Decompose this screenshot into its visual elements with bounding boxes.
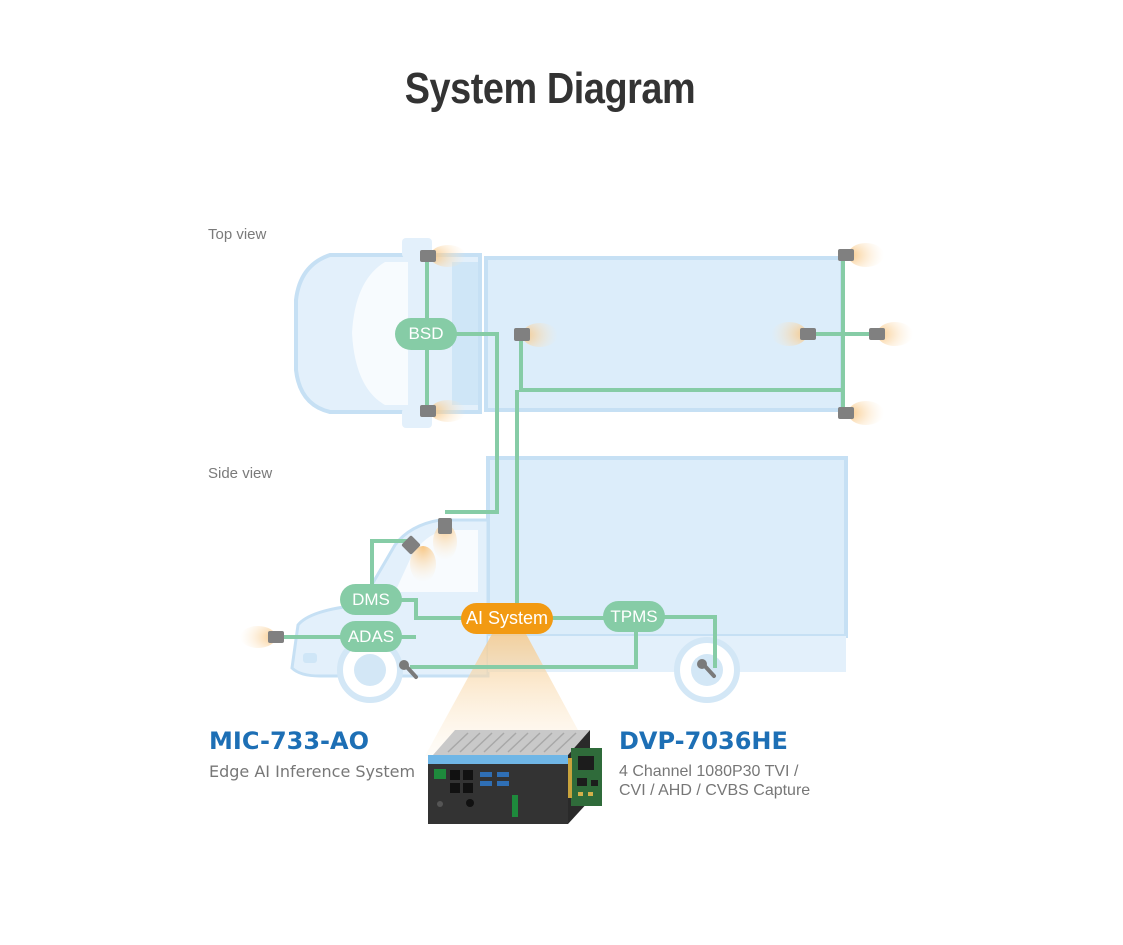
dvp-7036he-card — [568, 748, 602, 806]
page-title: System Diagram — [404, 64, 696, 113]
mic-733-ao-name: MIC-733-AO — [209, 727, 369, 755]
tpms-node: TPMS — [603, 601, 665, 632]
dvp-7036he-description-line1: 4 Channel 1080P30 TVI / — [619, 763, 799, 780]
adas-node: ADAS — [340, 621, 402, 652]
camera-top-front-left — [420, 245, 466, 267]
dvp-7036he-description-line2: CVI / AHD / CVBS Capture — [619, 782, 811, 799]
bsd-node: BSD — [395, 318, 457, 350]
camera-side-cab-top — [433, 518, 457, 560]
vehicle-side-view — [290, 456, 848, 703]
tire-sensor-front — [399, 660, 418, 679]
ai-system-beam — [425, 632, 592, 756]
camera-top-mid — [514, 323, 558, 347]
vehicle-top-view — [294, 238, 844, 428]
ai-system-node: AI System — [461, 603, 553, 634]
side-view-label: Side view — [208, 465, 273, 482]
camera-side-front-adas — [240, 626, 284, 648]
mic-733-ao-description: Edge AI Inference System — [209, 762, 416, 781]
camera-top-rear-right — [838, 401, 884, 425]
top-view-label: Top view — [208, 226, 267, 243]
camera-top-rear-outward — [869, 322, 913, 346]
connection-lines — [276, 255, 878, 669]
camera-top-rear-inward — [771, 322, 816, 346]
camera-top-rear-left — [838, 243, 884, 267]
tire-sensor-rear — [697, 659, 716, 678]
mic-733-ao-device — [428, 730, 590, 824]
camera-top-front-right — [420, 400, 466, 422]
dms-node: DMS — [340, 584, 402, 615]
dvp-7036he-name: DVP-7036HE — [619, 727, 788, 755]
camera-side-driver — [401, 535, 436, 582]
